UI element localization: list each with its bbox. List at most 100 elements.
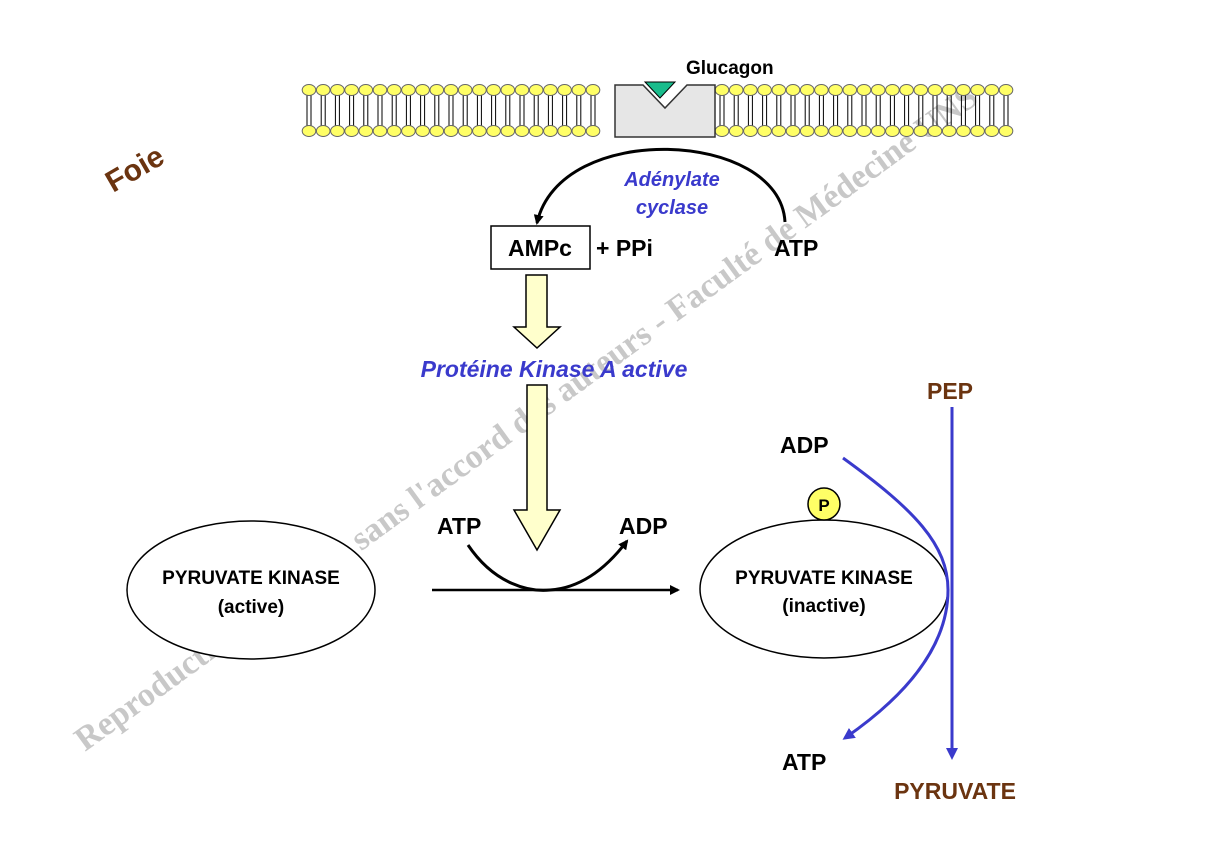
glucagon-receptor [614,81,716,138]
lipid-head [528,84,544,96]
glucagon-ligand-icon [643,81,677,99]
pyruvate-label: PYRUVATE [894,778,1016,804]
lipid-head [514,84,530,96]
lipid-head [757,84,772,96]
lipid-head [984,125,1000,137]
lipid-head [557,125,572,137]
lipid-head [998,125,1014,137]
lipid-head [571,125,587,137]
adenylate-label-2: cyclase [636,197,708,219]
lipid-head [870,125,886,137]
atp-adp-curve [466,539,629,592]
lipid-head [814,125,829,137]
glucagon-label: Glucagon [686,58,774,79]
pk-inactive-ellipse [699,519,949,659]
lipid-head [500,125,516,137]
lipid-head [913,84,929,96]
adenylate-label-1: Adénylate [623,169,720,191]
lipid-head [941,84,957,96]
lipid-head [743,125,758,137]
lipid-head [415,84,430,96]
lipid-head [771,84,787,96]
lipid-head [927,125,943,137]
activation-arrow-2 [512,384,562,552]
lipid-head [913,125,929,137]
lipid-head [557,84,572,96]
lipid-head [956,125,971,137]
lipid-head [757,125,772,137]
lipid-head [543,84,558,96]
lipid-head [344,125,359,137]
ppi-label: + PPi [596,235,653,261]
lipid-head [386,84,402,96]
lipid-head [842,125,858,137]
lipid-head [970,84,985,96]
pk-inactive-label-2: (inactive) [782,596,865,617]
lipid-head [571,84,587,96]
lipid-head [799,84,815,96]
lipid-head [486,125,501,137]
lipid-head [714,84,730,96]
lipid-head [500,84,516,96]
lipid-head [828,84,843,96]
lipid-head [899,84,914,96]
lipid-head [956,84,971,96]
lipid-head [970,125,985,137]
lipid-head [429,84,445,96]
lipid-head [785,84,801,96]
pk-inactive-label-1: PYRUVATE KINASE [735,568,913,589]
lipid-head [401,84,416,96]
lipid-head [771,125,787,137]
lipid-head [358,84,374,96]
lipid-head [870,84,886,96]
lipid-head [885,125,900,137]
lipid-head [344,84,359,96]
atp-substrate-label: ATP [774,235,818,261]
lipid-head [443,84,459,96]
adp-atp-curve [842,456,950,740]
lipid-head [429,125,445,137]
lipid-head [728,84,744,96]
lipid-head [528,125,544,137]
camp-box [490,225,591,270]
reaction-adp-label: ADP [780,432,829,458]
pep-label: PEP [927,378,973,404]
lipid-head [585,84,601,96]
lipid-head [514,125,530,137]
lipid-head [372,84,388,96]
lipid-head [386,125,402,137]
lipid-head [486,84,501,96]
lipid-head [358,125,374,137]
phospho-atp-label: ATP [437,513,481,539]
lipid-head [472,84,487,96]
lipid-head [585,125,601,137]
lipid-head [457,125,473,137]
lipid-head [543,125,558,137]
phosphate-label: P [818,496,829,515]
lipid-head [401,125,416,137]
pk-active-label-1: PYRUVATE KINASE [162,568,340,589]
activation-arrow-1 [512,274,562,350]
lipid-head [315,125,331,137]
lipid-head [814,84,829,96]
reaction-atp-label: ATP [782,749,826,775]
lipid-head [785,125,801,137]
lipid-head [714,125,730,137]
lipid-head [856,125,872,137]
lipid-head [927,84,943,96]
lipid-head [899,125,914,137]
lipid-head [372,125,388,137]
adenylate-cyclase-arrow [533,147,787,225]
lipid-head [472,125,487,137]
lipid-head [301,84,317,96]
lipid-head [728,125,744,137]
lipid-head [998,84,1014,96]
lipid-head [315,84,331,96]
organ-label: Foie [100,140,170,199]
lipid-head [885,84,900,96]
lipid-head [842,84,858,96]
phosphate-icon [807,487,841,521]
lipid-head [330,125,345,137]
lipid-head [799,125,815,137]
